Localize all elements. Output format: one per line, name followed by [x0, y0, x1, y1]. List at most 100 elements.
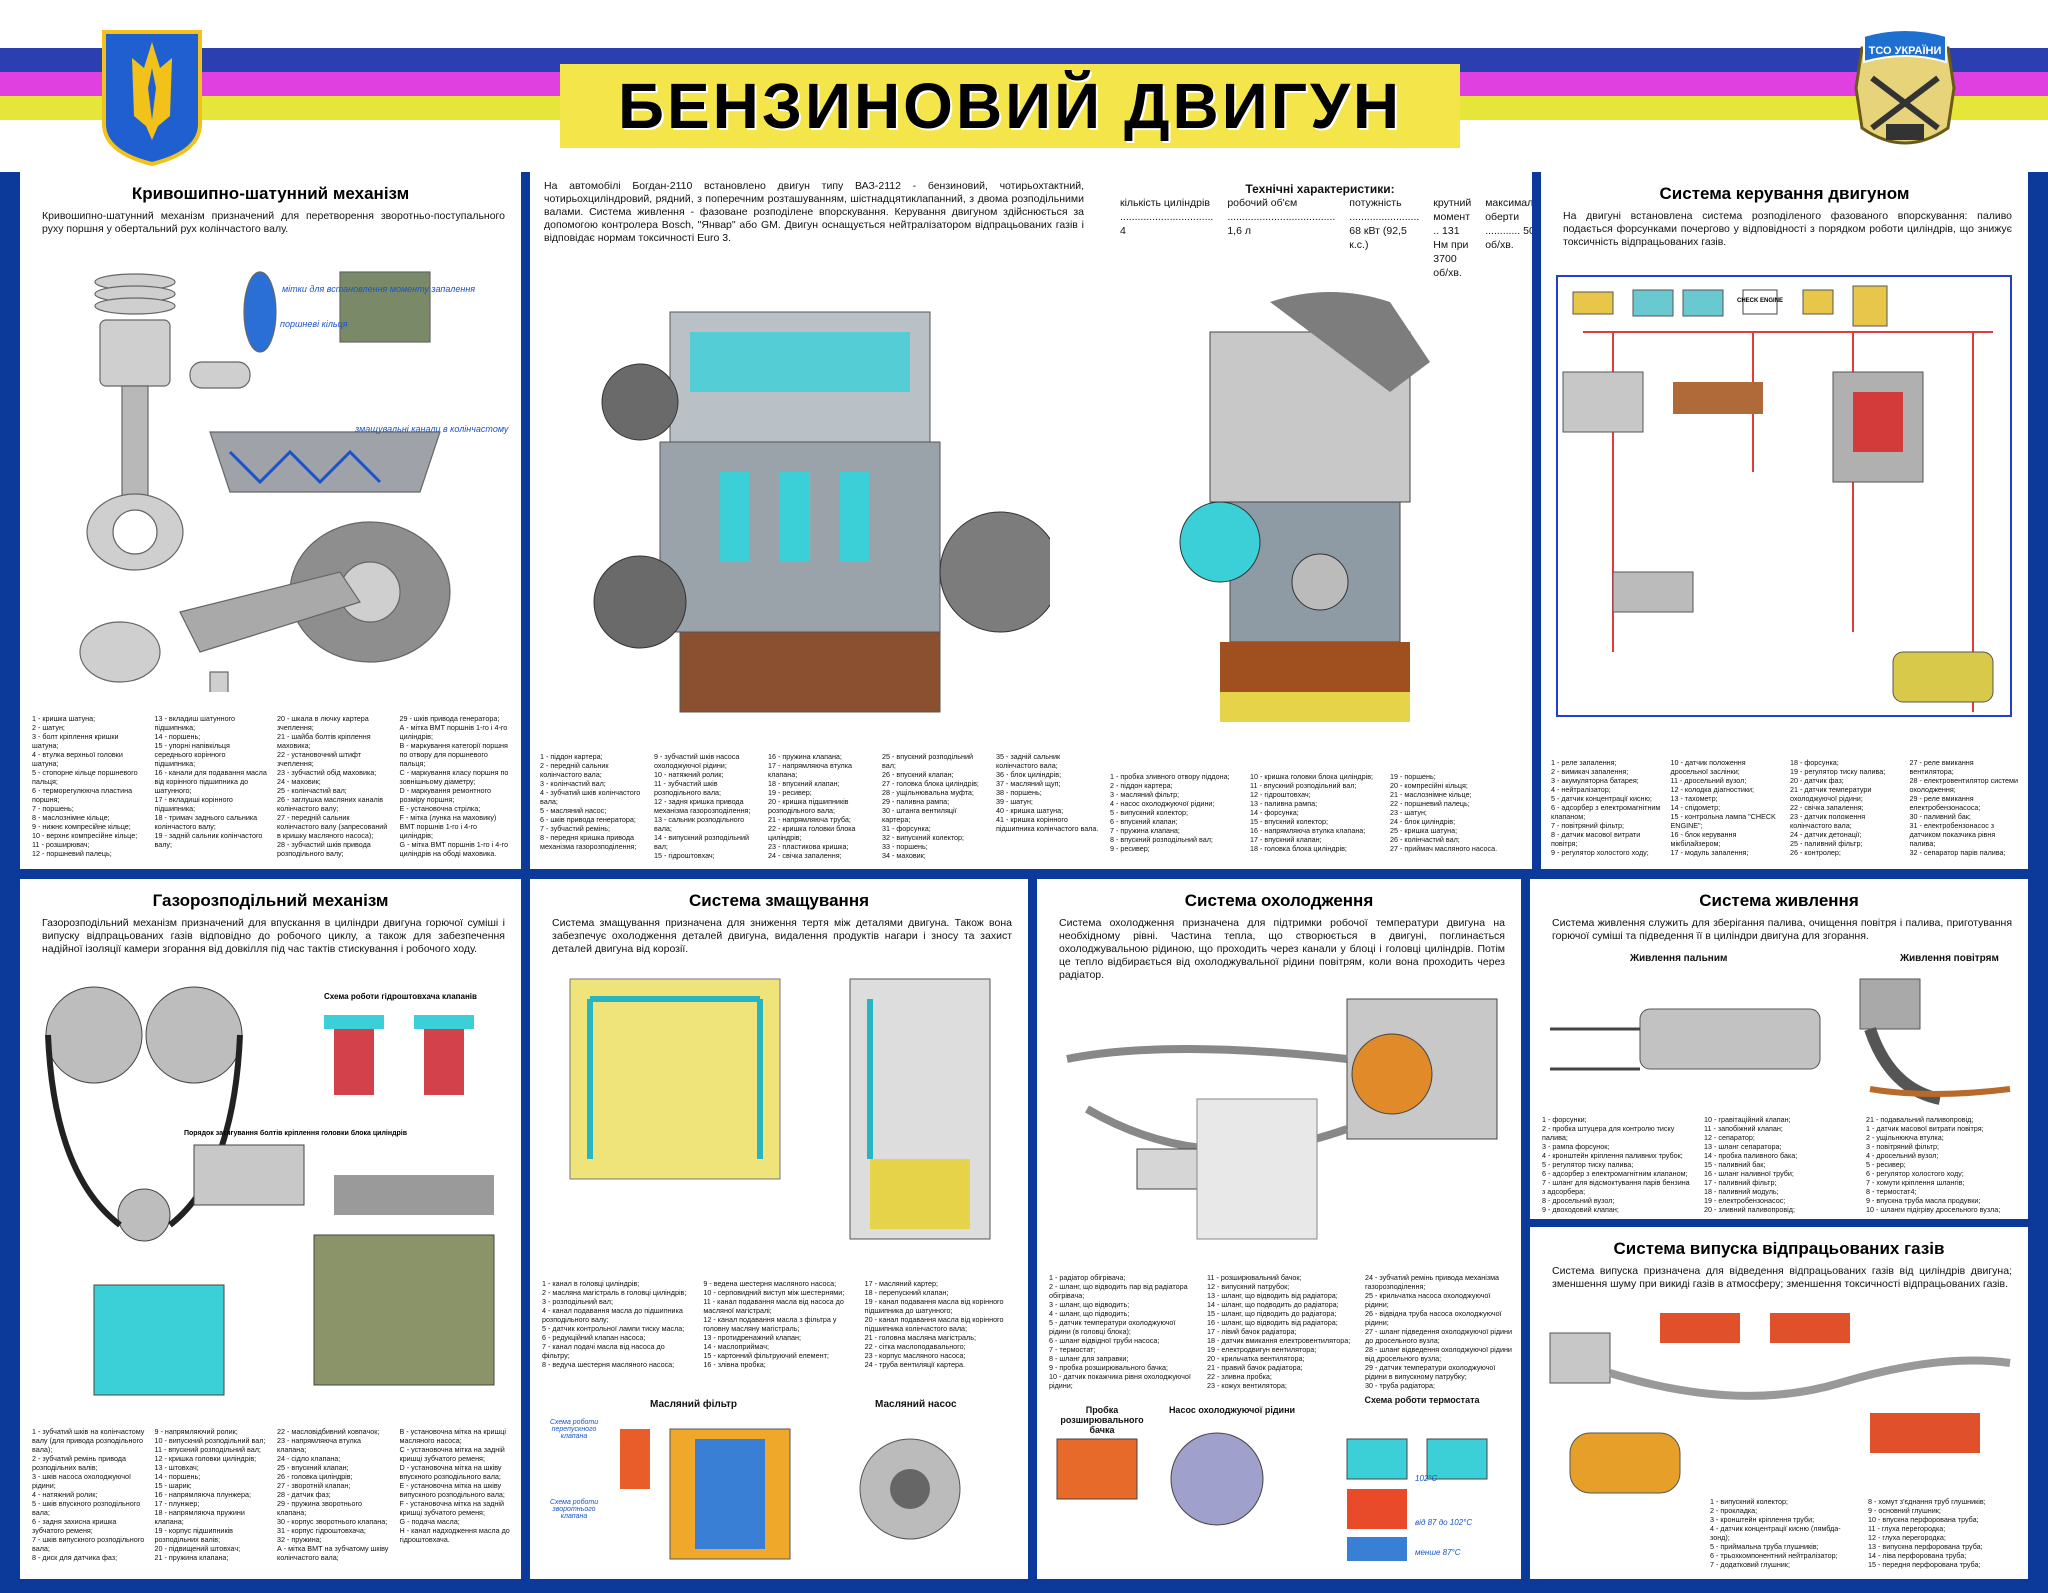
- timing-illustration: Схема роботи гідроштовхача клапанів Поря…: [45, 986, 495, 1396]
- emblem-text: ТСО УКРАЇНИ: [1869, 44, 1942, 57]
- legend-item: 11 - глуха перегородка;: [1868, 1524, 1946, 1533]
- legend-item: 23 - датчик положення колінчастого вала;: [1790, 812, 1866, 830]
- legend-item: 10 - кришка головки блока циліндрів;: [1250, 772, 1374, 781]
- legend-item: крутний момент .. 131 Нм при 3700 об/хв.: [1433, 197, 1472, 279]
- legend-item: 23 - зубчастий обід маховика;: [277, 768, 377, 777]
- legend-item: 6 - адсорбер з електромагнітним клапаном…: [1551, 803, 1661, 821]
- legend-item: 5 - масляний насос;: [540, 806, 607, 815]
- note-bolt-order: Порядок затягування болтів кріплення гол…: [184, 1129, 408, 1137]
- note-ignition-marks: мітки для встановлення моменту запалення: [282, 284, 475, 294]
- engine-cutaway-illustration: [593, 311, 1050, 713]
- legend-item: 5 - ресивер;: [1866, 1160, 1906, 1169]
- legend-item: 12 - поршневий палець;: [32, 849, 112, 858]
- legend-item: 3 - акумуляторна батарея;: [1551, 776, 1639, 785]
- legend-item: 6 - терморегулююча пластина поршня;: [32, 786, 133, 804]
- legend-item: 10 - датчик покажчика рівня охолоджуючої…: [1049, 1372, 1191, 1390]
- legend-item: 22 - зливна пробка;: [1207, 1372, 1272, 1381]
- fuel-illustration: [1550, 978, 2011, 1105]
- control-legend: 1 - реле запалення;2 - вимикач запалення…: [1551, 758, 2019, 864]
- temp-high: 102°С: [1415, 1474, 1438, 1483]
- legend-item: 18 - форсунка;: [1790, 758, 1839, 767]
- legend-item: 7 - зубчастий ремінь;: [540, 824, 611, 833]
- legend-item: 21 - маслознімне кільце;: [1390, 790, 1472, 799]
- panel-fuel-system: Система живлення Система живлення служит…: [1530, 879, 2028, 1219]
- legend-item: 19 - корпус підшипників розподільних вал…: [154, 1526, 234, 1544]
- legend-item: 7 - канал подачі масла від насоса до філ…: [542, 1342, 665, 1360]
- legend-item: 2 - шатун;: [32, 723, 65, 732]
- legend-item: 15 - шланг, що підводить до радіатора;: [1207, 1309, 1337, 1318]
- legend-item: 6 - шланг відвідної труби насоса;: [1049, 1336, 1160, 1345]
- oil-filter-title: Масляний фільтр: [650, 1399, 738, 1410]
- legend-item: 15 - упорні напівкільця середнього корін…: [154, 741, 230, 768]
- panel-title: Газорозподільний механізм: [152, 891, 389, 910]
- control-diagram: CHECK ENGINE: [1556, 275, 2012, 717]
- crank-illustration: мітки для встановлення моменту запалення…: [79, 271, 510, 692]
- header: БЕНЗИНОВИЙ ДВИГУН ТСО УКРАЇНИ: [0, 0, 2048, 172]
- legend-item: 16 - блок керування мікбілайзером;: [1670, 830, 1737, 848]
- legend-item: 20 - компресійні кільця;: [1390, 781, 1468, 790]
- note-piston-rings: поршневі кільця: [280, 319, 348, 329]
- legend-item: 21 - датчик температури охолоджуючої рід…: [1790, 785, 1872, 803]
- legend-item: 23 - корпус масляного насоса;: [864, 1351, 966, 1360]
- legend-item: 9 - пробка розширювального бачка;: [1049, 1363, 1168, 1372]
- legend-item: 19 - регулятор тиску палива;: [1790, 767, 1886, 776]
- legend-item: 8 - передня кришка привода механізма газ…: [540, 833, 637, 851]
- legend-item: 19 - задній сальник колінчастого валу;: [154, 831, 263, 849]
- legend-item: 30 - паливний бак;: [1909, 812, 1971, 821]
- legend-item: 13 - протидренажний клапан;: [703, 1333, 801, 1342]
- panel-title: Система охолодження: [1184, 891, 1374, 910]
- legend-item: 32 - пружина;: [277, 1535, 322, 1544]
- legend-item: С - маркування класу поршня по зовнішньо…: [399, 768, 509, 786]
- legend-item: 4 - зубчатий шків колінчастого вала;: [540, 788, 641, 806]
- tso-emblem-icon: ТСО УКРАЇНИ: [1854, 29, 1956, 145]
- legend-item: 17 - вкладиші корінного підшипника;: [154, 795, 233, 813]
- panel-description: Система випуска призначена для відведенн…: [1552, 1265, 2012, 1290]
- legend-item: 12 - кришка головки циліндрів;: [154, 1454, 257, 1463]
- legend-item: 20 - канал подавання масла від корінного…: [864, 1315, 1004, 1333]
- legend-item: 11 - впускний розподільний вал;: [154, 1445, 261, 1454]
- panel-description: На двигуні встановлена система розподіле…: [1563, 210, 2012, 248]
- legend-item: 24 - сідло клапана;: [277, 1454, 341, 1463]
- legend-item: 31 - електробензонасос з датчиком показч…: [1909, 821, 1996, 848]
- legend-item: 16 - напрямляюча втулка клапана;: [1250, 826, 1366, 835]
- legend-item: 5 - датчик температури охолоджуючої ріди…: [1049, 1318, 1176, 1336]
- legend-item: 22 - установочний штифт зчеплення;: [277, 750, 362, 768]
- legend-item: 12 - сепаратор;: [1704, 1133, 1755, 1142]
- legend-item: потужність ........................ 68 к…: [1349, 197, 1420, 251]
- fuel-legend: 1 - форсунки;2 - пробка штуцера для конт…: [1542, 1115, 2018, 1215]
- legend-item: 34 - маховик;: [882, 851, 926, 860]
- legend-item: 7 - поршень;: [32, 804, 74, 813]
- thermostat-title: Схема роботи термостата: [1364, 1395, 1480, 1405]
- lube-legend: 1 - канал в головці циліндрів;2 - маслян…: [542, 1279, 1016, 1389]
- oil-filter-pump-illustration: [620, 1428, 961, 1560]
- legend-item: 24 - труба вентиляції картера.: [864, 1360, 966, 1369]
- legend-item: 7 - термостат;: [1049, 1345, 1096, 1354]
- legend-item: 9 - нижнє компресійне кільце;: [32, 822, 131, 831]
- panel-crank-mechanism: Кривошипно-шатунний механізм Кривошипно-…: [20, 172, 521, 869]
- legend-item: 29 - паливна рампа;: [882, 797, 950, 806]
- legend-item: 14 - спідометр;: [1670, 803, 1721, 812]
- legend-item: 22 - кришка головки блока циліндрів;: [768, 824, 856, 842]
- legend-item: 11 - запобіжний клапан;: [1704, 1124, 1783, 1133]
- legend-item: 17 - напрямляюча втулка клапана;: [768, 761, 853, 779]
- cap-title: Пробка розширювального бачка: [1060, 1405, 1144, 1435]
- exhaust-legend: 1 - випускний колектор;2 - прокладка;3 -…: [1710, 1497, 2016, 1575]
- legend-item: 21 - напрямляюча труба;: [768, 815, 851, 824]
- legend-item: 5 - випускний колектор;: [1110, 808, 1189, 817]
- legend-item: 30 - штанга вентиляції картера;: [882, 806, 957, 824]
- legend-item: 25 - впускний клапан;: [277, 1463, 349, 1472]
- legend-item: 22 - масловідбивний ковпачок;: [277, 1427, 380, 1436]
- legend-item: F - мітка (лунка на маховику) ВМТ поршні…: [399, 813, 497, 840]
- legend-item: 5 - регулятор тиску палива;: [1542, 1160, 1634, 1169]
- legend-item: D - установочна мітка на шківу впускного…: [399, 1463, 502, 1481]
- legend-item: 11 - розширювач;: [32, 840, 90, 849]
- legend-item: 15 - шарик;: [154, 1481, 192, 1490]
- legend-item: 13 - сальник розподільного вала;: [654, 815, 745, 833]
- legend-item: 14 - форсунка;: [1250, 808, 1299, 817]
- legend-item: 20 - крильчатка вентилятора;: [1207, 1354, 1305, 1363]
- legend-item: 2 - масляна магістраль в головці циліндр…: [542, 1288, 687, 1297]
- legend-item: 1 - піддон картера;: [540, 752, 603, 761]
- panel-description: Кривошипно-шатунний механізм призначений…: [42, 210, 505, 235]
- legend-item: 3 - повітряний фільтр;: [1866, 1142, 1939, 1151]
- legend-item: 7 - хомути кріплення шлангів;: [1866, 1178, 1965, 1187]
